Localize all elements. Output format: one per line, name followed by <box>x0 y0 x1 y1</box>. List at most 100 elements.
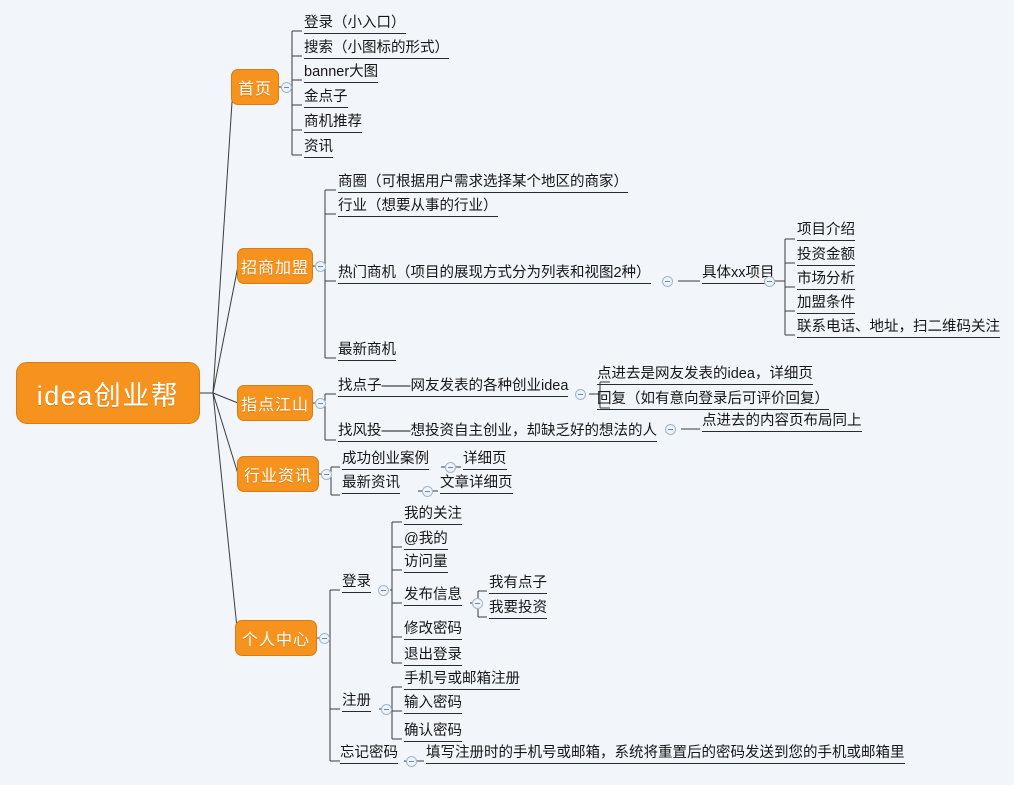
list-item[interactable]: 填写注册时的手机号或邮箱，系统将重置后的密码发送到您的手机或邮箱里 <box>426 744 905 764</box>
list-item[interactable]: 金点子 <box>304 88 348 108</box>
branch-label-user: 个人中心 <box>241 632 310 649</box>
list-item[interactable]: 我的关注 <box>404 505 462 525</box>
list-item[interactable]: 回复（如有意向登录后可评价回复） <box>597 390 829 410</box>
leaf-label: 退出登录 <box>404 647 462 663</box>
list-item[interactable]: 商圈（可根据用户需求选择某个地区的商家） <box>338 173 628 193</box>
leaf-label: 手机号或邮箱注册 <box>404 671 520 687</box>
list-item[interactable]: 点进去的内容页布局同上 <box>702 412 862 432</box>
list-item[interactable]: 最新资讯 <box>342 474 400 494</box>
leaf-label: 联系电话、地址，扫二维码关注 <box>797 319 1000 335</box>
leaf-label: 登录（小入口） <box>304 15 406 31</box>
branch-node-user[interactable]: 个人中心 <box>235 620 317 656</box>
leaf-label: 最新商机 <box>338 342 396 358</box>
toggle-join[interactable] <box>315 261 326 272</box>
leaf-label: 找点子——网友发表的各种创业idea <box>338 378 569 394</box>
leaf-label: 找风投——想投资自主创业，却缺乏好的想法的人 <box>338 423 657 439</box>
list-item[interactable]: 忘记密码 <box>340 744 398 764</box>
toggle-user[interactable] <box>319 633 330 644</box>
list-item[interactable]: 最新商机 <box>338 341 396 361</box>
branch-label-news: 行业资讯 <box>243 468 312 485</box>
list-item[interactable]: 成功创业案例 <box>342 450 429 470</box>
list-item[interactable]: 发布信息 <box>404 586 462 606</box>
leaf-label: 注册 <box>342 693 371 709</box>
list-item[interactable]: 确认密码 <box>404 722 462 742</box>
branch-label-home: 首页 <box>237 81 272 98</box>
list-item[interactable]: 搜索（小图标的形式） <box>304 39 449 59</box>
list-item[interactable]: 输入密码 <box>404 694 462 714</box>
list-item[interactable]: 市场分析 <box>797 270 855 290</box>
leaf-label: 确认密码 <box>404 723 462 739</box>
leaf-label: banner大图 <box>304 64 379 80</box>
list-item[interactable]: 商机推荐 <box>304 113 362 133</box>
list-item[interactable]: 我要投资 <box>489 599 547 619</box>
toggle-news[interactable] <box>321 469 332 480</box>
toggle-hot-business[interactable] <box>662 276 673 287</box>
leaf-label: 资讯 <box>304 139 333 155</box>
toggle-advice[interactable] <box>315 398 326 409</box>
list-item[interactable]: 我有点子 <box>489 574 547 594</box>
branch-node-join[interactable]: 招商加盟 <box>237 248 313 284</box>
leaf-label: 加盟条件 <box>797 295 855 311</box>
root-node[interactable]: idea创业帮 <box>16 362 200 424</box>
leaf-label: 点进去是网友发表的idea，详细页 <box>597 366 813 382</box>
list-item[interactable]: 投资金额 <box>797 246 855 266</box>
leaf-label: 回复（如有意向登录后可评价回复） <box>597 391 829 407</box>
toggle-register[interactable] <box>381 704 392 715</box>
list-item[interactable]: banner大图 <box>304 63 379 83</box>
leaf-label: 文章详细页 <box>440 475 513 491</box>
list-item[interactable]: 项目介绍 <box>797 221 855 241</box>
leaf-label: 热门商机（项目的展现方式分为列表和视图2种） <box>338 265 651 281</box>
list-item[interactable]: 点进去是网友发表的idea，详细页 <box>597 365 813 385</box>
list-item[interactable]: 详细页 <box>463 450 507 470</box>
list-item[interactable]: 找点子——网友发表的各种创业idea <box>338 377 569 397</box>
leaf-label: 填写注册时的手机号或邮箱，系统将重置后的密码发送到您的手机或邮箱里 <box>426 745 905 761</box>
toggle-login[interactable] <box>378 585 389 596</box>
list-item[interactable]: 加盟条件 <box>797 294 855 314</box>
toggle-publish[interactable] <box>472 598 483 609</box>
list-item[interactable]: @我的 <box>404 530 448 550</box>
leaf-label: 市场分析 <box>797 271 855 287</box>
leaf-label: 发布信息 <box>404 587 462 603</box>
leaf-label: 搜索（小图标的形式） <box>304 40 449 56</box>
toggle-forgot[interactable] <box>406 756 417 767</box>
leaf-label: @我的 <box>404 531 448 547</box>
leaf-label: 修改密码 <box>404 621 462 637</box>
leaf-label: 输入密码 <box>404 695 462 711</box>
list-item[interactable]: 联系电话、地址，扫二维码关注 <box>797 318 1000 338</box>
root-node-label: idea创业帮 <box>36 380 180 411</box>
toggle-project[interactable] <box>764 276 775 287</box>
list-item[interactable]: 访问量 <box>404 553 448 573</box>
leaf-label: 投资金额 <box>797 247 855 263</box>
list-item[interactable]: 登录（小入口） <box>304 14 406 34</box>
list-item[interactable]: 热门商机（项目的展现方式分为列表和视图2种） <box>338 264 651 284</box>
list-item[interactable]: 找风投——想投资自主创业，却缺乏好的想法的人 <box>338 422 657 442</box>
leaf-label: 访问量 <box>404 554 448 570</box>
list-item[interactable]: 登录 <box>342 573 371 593</box>
leaf-label: 成功创业案例 <box>342 451 429 467</box>
list-item[interactable]: 资讯 <box>304 138 333 158</box>
leaf-label: 商圈（可根据用户需求选择某个地区的商家） <box>338 174 628 190</box>
leaf-label: 行业（想要从事的行业） <box>338 198 498 214</box>
branch-label-join: 招商加盟 <box>240 260 309 277</box>
leaf-label: 我要投资 <box>489 600 547 616</box>
list-item[interactable]: 修改密码 <box>404 620 462 640</box>
toggle-home[interactable] <box>281 82 292 93</box>
branch-node-news[interactable]: 行业资讯 <box>237 456 319 492</box>
toggle-latest-news[interactable] <box>422 486 433 497</box>
branch-node-advice[interactable]: 指点江山 <box>237 385 313 421</box>
leaf-label: 点进去的内容页布局同上 <box>702 413 862 429</box>
list-item[interactable]: 行业（想要从事的行业） <box>338 197 498 217</box>
leaf-label: 具体xx项目 <box>702 265 775 281</box>
toggle-find-vc[interactable] <box>665 424 676 435</box>
toggle-find-idea[interactable] <box>575 389 586 400</box>
list-item[interactable]: 文章详细页 <box>440 474 513 494</box>
toggle-case[interactable] <box>445 462 456 473</box>
list-item[interactable]: 手机号或邮箱注册 <box>404 670 520 690</box>
leaf-label: 最新资讯 <box>342 475 400 491</box>
list-item[interactable]: 退出登录 <box>404 646 462 666</box>
branch-node-home[interactable]: 首页 <box>231 69 279 105</box>
leaf-label: 我有点子 <box>489 575 547 591</box>
list-item[interactable]: 具体xx项目 <box>702 264 775 284</box>
list-item[interactable]: 注册 <box>342 692 371 712</box>
